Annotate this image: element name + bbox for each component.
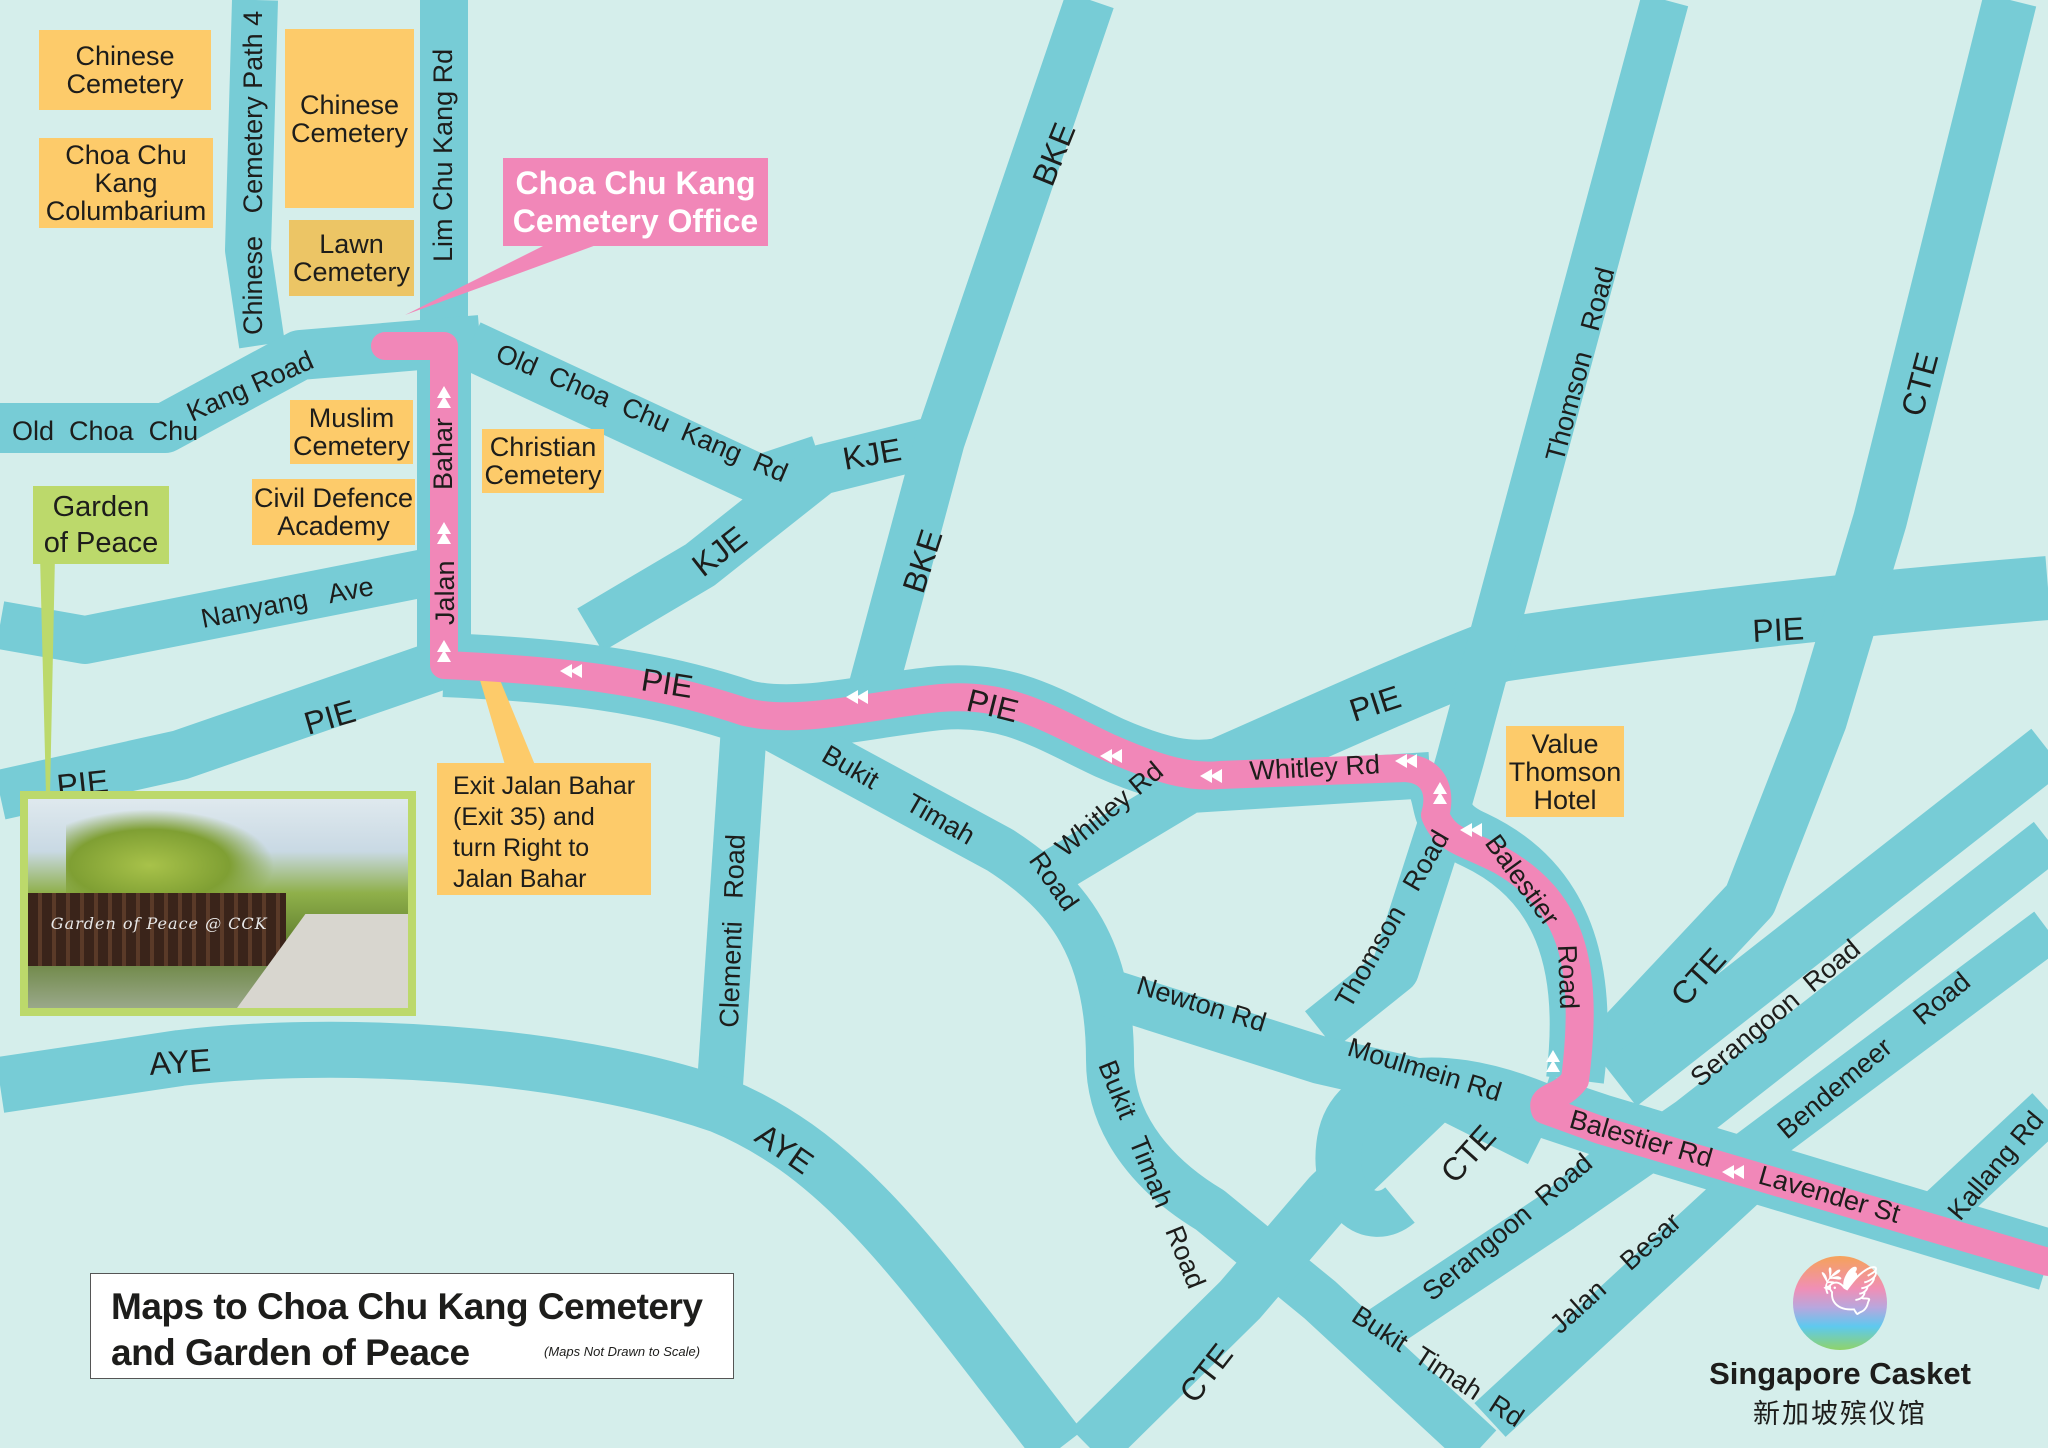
exit-instructions: Exit Jalan Bahar (Exit 35) and turn Righ… xyxy=(437,763,651,895)
road-pie-west[interactable] xyxy=(0,641,449,820)
scale-note: (Maps Not Drawn to Scale) xyxy=(544,1344,701,1359)
road-bukit-timah[interactable] xyxy=(733,690,1497,1448)
route-arrows xyxy=(437,386,1744,1179)
photo-fence xyxy=(28,893,287,967)
road-cte-spur[interactable] xyxy=(1603,728,2048,1107)
label-lim-chu-kang: Lim Chu Kang Rd xyxy=(428,49,458,262)
landmark-garden-of-peace: Garden of Peace xyxy=(33,486,169,564)
label-balestier-road-b: Road xyxy=(1552,944,1584,1010)
office-callout-pointer xyxy=(405,240,610,315)
label-aye-1: AYE xyxy=(148,1042,212,1082)
label-old-cck-west-a: Old Choa Chu xyxy=(12,416,198,446)
label-bukit-timah-road-a: Bukit Timah xyxy=(817,739,980,851)
road-aye[interactable] xyxy=(0,1021,1083,1448)
arrow-left-icon xyxy=(1100,749,1122,763)
map-title-line2: and Garden of Peace xyxy=(111,1332,470,1373)
garden-callout-pointer xyxy=(40,555,55,795)
arrow-left-icon xyxy=(1460,823,1482,837)
road-newton-moulmein[interactable] xyxy=(1092,967,1546,1134)
destination-cemetery-office: Choa Chu Kang Cemetery Office xyxy=(503,158,768,246)
arrow-up-icon xyxy=(437,386,451,408)
road-cte-north[interactable] xyxy=(1580,0,2037,1079)
arrow-left-icon xyxy=(1395,754,1417,768)
label-chinese-cemetery-path-4: Chinese Cemetery Path 4 xyxy=(238,11,268,335)
label-jalan-bahar-2: Jalan xyxy=(430,560,460,625)
landmark-cck-columbarium: Choa Chu Kang Columbarium xyxy=(39,138,213,228)
landmark-muslim-cemetery: Muslim Cemetery xyxy=(290,400,413,464)
landmark-value-thomson-hotel: Value Thomson Hotel xyxy=(1506,726,1624,817)
route-path xyxy=(371,332,2048,1276)
arrow-up-icon xyxy=(1433,782,1447,804)
landmark-civil-defence-academy: Civil Defence Academy xyxy=(252,479,415,545)
label-pie-6: PIE xyxy=(1751,610,1804,649)
road-bke[interactable] xyxy=(845,0,1114,707)
landmark-christian-cemetery: Christian Cemetery xyxy=(482,429,604,493)
road-nanyang-ave[interactable] xyxy=(0,546,445,664)
road-bendemeer[interactable] xyxy=(1726,911,2048,1179)
singapore-casket-logo: 🕊 Singapore Casket 新加坡殡仪馆 xyxy=(1682,1240,1998,1431)
arrow-up-icon xyxy=(437,640,451,662)
arrow-up-icon xyxy=(437,522,451,544)
photo-image: Garden of Peace @ CCK xyxy=(28,799,408,1008)
map-title-box: Maps to Choa Chu Kang Cemetery and Garde… xyxy=(90,1273,734,1379)
brand-name-chinese: 新加坡殡仪馆 xyxy=(1753,1399,1927,1429)
road-serangoon-south[interactable] xyxy=(1367,1122,1656,1350)
landmark-chinese-cemetery-west: Chinese Cemetery xyxy=(39,30,211,110)
road-chinese-cemetery-path-4[interactable] xyxy=(225,0,285,349)
landmark-lawn-cemetery: Lawn Cemetery xyxy=(289,220,414,296)
exit-callout-pointer xyxy=(480,680,535,765)
map-title-line1: Maps to Choa Chu Kang Cemetery xyxy=(111,1286,703,1327)
label-clementi: Clementi Road xyxy=(714,834,751,1029)
logo-emblem: 🕊 xyxy=(1793,1256,1887,1350)
arrow-left-icon xyxy=(846,690,868,704)
arrow-left-icon xyxy=(560,664,582,678)
arrow-left-icon xyxy=(1722,1165,1744,1179)
garden-of-peace-photo: Garden of Peace @ CCK xyxy=(20,791,416,1016)
label-whitley-1: Whitley Rd xyxy=(1249,749,1381,786)
road-kallang[interactable] xyxy=(1914,1093,2048,1237)
road-clementi[interactable] xyxy=(697,710,768,1087)
label-jalan-bahar-1: Bahar xyxy=(428,418,458,490)
road-kje[interactable] xyxy=(577,415,947,652)
label-pie-1: PIE xyxy=(639,661,696,705)
arrow-up-icon xyxy=(1546,1050,1560,1072)
photo-sign-text: Garden of Peace @ CCK xyxy=(50,913,268,933)
dove-icon: 🕊 xyxy=(1819,1265,1880,1318)
brand-name: Singapore Casket xyxy=(1709,1356,1971,1391)
arrow-left-icon xyxy=(1200,769,1222,783)
road-jalan-besar[interactable] xyxy=(1474,1163,1766,1437)
landmark-chinese-cemetery-east: Chinese Cemetery xyxy=(285,29,414,208)
